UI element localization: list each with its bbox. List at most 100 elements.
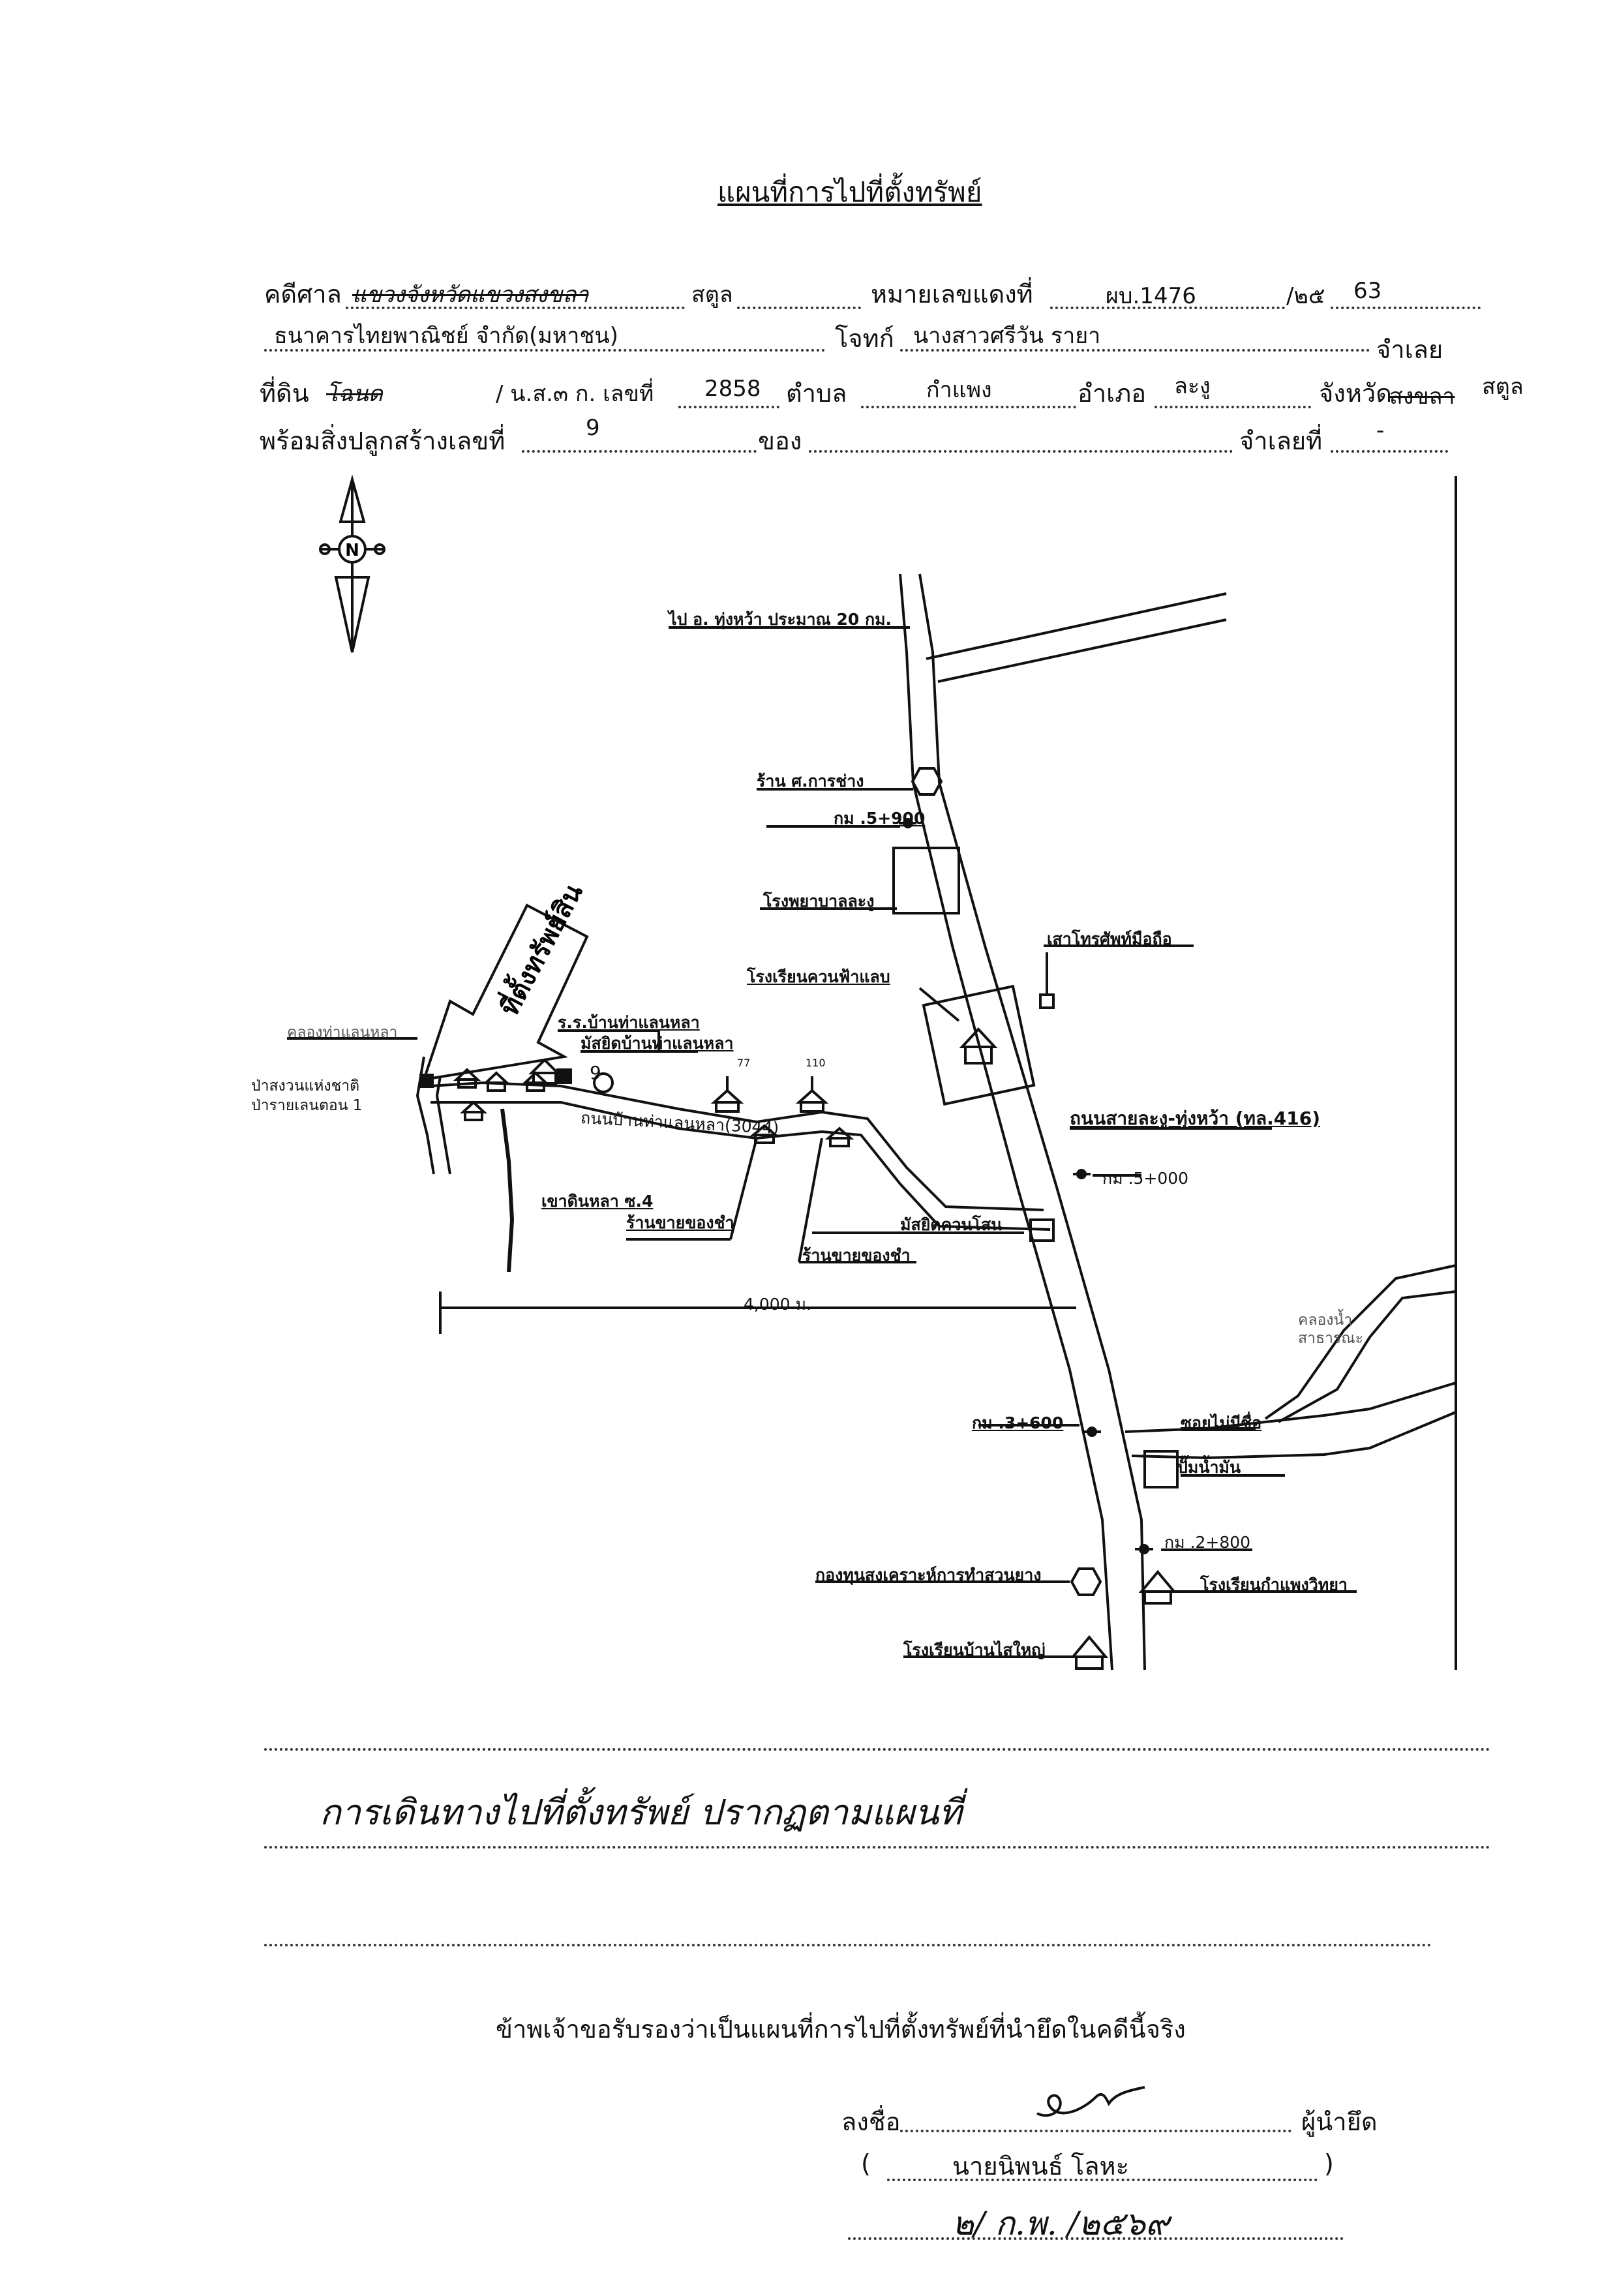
label-forest: ป่าสงวนแห่งชาติ ป่ารายเลนตอน 1: [251, 1078, 363, 1114]
house-icon: [710, 1089, 744, 1113]
house-icon: [482, 1071, 511, 1092]
label-stream: คลองน้ำ สาธารณะ: [1298, 1312, 1363, 1347]
dotted-line: [1331, 450, 1448, 453]
label-defendant: จำเลย: [1376, 335, 1443, 364]
house-icon: [795, 1089, 829, 1113]
property-location-arrow: [422, 903, 589, 1081]
building-number: 9: [586, 415, 600, 441]
province-name: สตูล: [1482, 374, 1524, 400]
label-km-5900: กม .5+900: [834, 809, 926, 828]
label-defendant-no: จำเลยที่: [1239, 427, 1323, 455]
compass-letter: N: [345, 541, 359, 560]
house-icon: [459, 1100, 488, 1121]
label-soi-no-name: ซอยไม่มีชื่อ: [1181, 1413, 1262, 1432]
label-subdistrict: ตำบล: [786, 379, 847, 408]
label-province: จังหวัด: [1319, 379, 1392, 408]
mobile-tower-icon: [1039, 993, 1055, 1009]
paren-open: (: [861, 2149, 871, 2178]
label-house-no: 9: [590, 1062, 601, 1083]
year-prefix: /๒๕: [1286, 283, 1325, 309]
dotted-line: [1155, 406, 1311, 408]
red-case-number: ผบ.1476: [1106, 283, 1196, 309]
signer-name: นายนิพนธ์ โลหะ: [952, 2152, 1130, 2181]
signature-date: ๒/ ก.พ. /๒๕๖๙: [952, 2205, 1170, 2243]
hospital-icon: [892, 847, 960, 914]
label-district: อำเภอ: [1078, 379, 1147, 408]
court-struck: แขวงจังหวัดแขวงสงขลา: [352, 282, 589, 308]
signature: [1036, 2086, 1145, 2117]
property-marker-icon: [419, 1074, 434, 1088]
label-km-2800: กม .2+800: [1164, 1533, 1251, 1552]
dotted-line: [809, 450, 1233, 453]
dotted-line: [900, 349, 1370, 352]
dotted-line: [887, 2179, 1318, 2181]
rubber-fund-icon: [1070, 1567, 1102, 1596]
road-north-east: [926, 592, 1227, 683]
dotted-line: [861, 406, 1076, 408]
km-marker-icon: [899, 818, 916, 828]
dotted-line: [264, 1748, 1490, 1751]
house-number-marker: [593, 1072, 614, 1093]
label-gas-station: ปั๊มน้ำมัน: [1177, 1458, 1241, 1477]
dotted-line: [737, 307, 861, 309]
label-school-ban-tha-laen-la: ร.ร.บ้านท่าแลนหลา: [558, 1013, 700, 1032]
label-km-3600: กม .3+600: [972, 1413, 1064, 1432]
house-icon: [521, 1071, 550, 1092]
land-document-type: / น.ส.๓ ก. เลขที่: [496, 381, 654, 407]
case-year: 63: [1353, 278, 1382, 304]
label-sign: ลงชื่อ: [841, 2107, 901, 2136]
dotted-line: [522, 450, 757, 453]
km-marker-icon: [1073, 1169, 1091, 1179]
compass-icon: [319, 474, 385, 653]
defendant-name: นางสาวศรีวัน รายา: [913, 323, 1101, 349]
label-km-5000: กม .5+000: [1102, 1169, 1189, 1188]
label-school-ban-sai-yai: โรงเรียนบ้านไสใหญ่: [903, 1640, 1046, 1659]
subdistrict-name: กำแพง: [926, 377, 992, 403]
mosque-icon: [1029, 1218, 1055, 1242]
land-title-struck: โฉนด: [326, 381, 383, 407]
km-marker-icon: [1135, 1544, 1153, 1554]
label-mosque-khuan-sano: มัสยิดควนโสน: [900, 1215, 1003, 1234]
shop-icon: [911, 767, 943, 796]
label-house-77: 77: [737, 1057, 751, 1069]
certification-statement: ข้าพเจ้าขอรับรองว่าเป็นแผนที่การไปที่ตั้…: [496, 2015, 1186, 2044]
handwritten-remark: การเดินทางไปที่ตั้งทรัพย์ ปรากฏตามแผนที่: [320, 1792, 962, 1833]
label-of: ของ: [758, 427, 802, 455]
school-building-icon: [1070, 1635, 1109, 1670]
soi-no-name-road: [1124, 1382, 1457, 1460]
stream: [1264, 1264, 1457, 1423]
label-seizer: ผู้นำยึด: [1301, 2107, 1378, 2136]
label-road-416: ถนนสายละงู-ทุ่งหว้า (ทล.416): [1070, 1108, 1321, 1129]
house-icon: [749, 1124, 779, 1144]
label-grocery-1: ร้านขายของชำ: [626, 1213, 734, 1232]
dotted-line: [848, 2237, 1344, 2240]
plaintiff-name: ธนาคารไทยพาณิชย์ จำกัด(มหาชน): [274, 323, 618, 349]
label-to-thungwa: ไป อ. ทุ่งหว้า ประมาณ 20 กม.: [669, 610, 892, 629]
dotted-line: [346, 307, 685, 309]
label-khao-din-la: เขาดินหลา ซ.4: [541, 1192, 654, 1211]
defendant-number: -: [1376, 417, 1385, 444]
gas-station-icon: [1143, 1450, 1179, 1488]
label-school-kamphaeng: โรงเรียนกำแพงวิทยา: [1200, 1575, 1348, 1594]
label-hospital: โรงพยาบาลละงู: [763, 892, 875, 911]
dotted-line: [900, 2130, 1291, 2132]
label-school-khuan-fa-laep: โรงเรียนควนฟ้าแลบ: [747, 967, 890, 986]
house-icon: [824, 1126, 854, 1147]
land-document-number: 2858: [704, 376, 761, 402]
label-mosque-ban-tha-laen-la: มัสยิดบ้านท่าแลนหลา: [581, 1034, 734, 1053]
dotted-line: [264, 1846, 1490, 1849]
label-shop-kor: ร้าน ศ.การช่าง: [757, 772, 864, 791]
highway-416: [899, 573, 1146, 1670]
house-icon: [453, 1068, 481, 1089]
label-land: ที่ดิน: [260, 379, 309, 408]
label-case: คดีศาล: [264, 280, 342, 309]
dotted-line: [1331, 307, 1481, 309]
road-3044: [430, 1081, 1051, 1231]
page-title: แผนที่การไปที่ตั้งทรัพย์: [717, 176, 982, 208]
label-plaintiff: โจทก์: [835, 324, 894, 353]
label-red-no: หมายเลขแดงที่: [871, 280, 1033, 309]
court-province: สตูล: [691, 282, 733, 308]
dotted-line: [1050, 307, 1285, 309]
school-house-icon: [528, 1058, 561, 1085]
label-building-no: พร้อมสิ่งปลูกสร้างเลขที่: [260, 427, 506, 455]
